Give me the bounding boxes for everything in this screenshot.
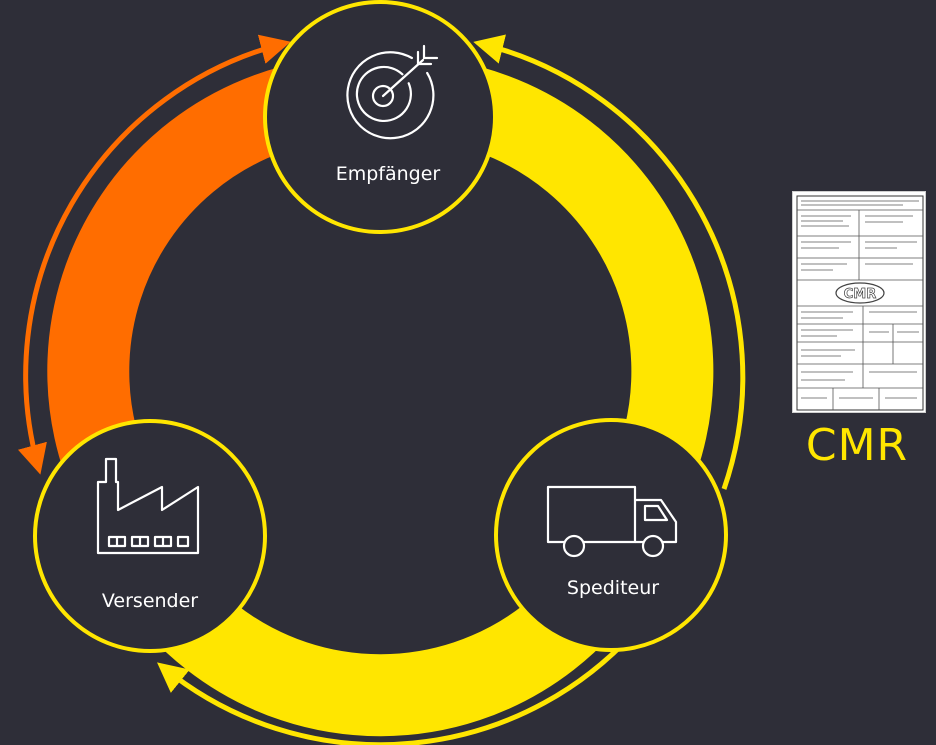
arrow-carrier-shipper [157, 620, 645, 745]
arrow-carrier-recipient [473, 34, 746, 490]
node-label-carrier: Spediteur [567, 577, 659, 599]
cmr-document-image: CMR [792, 191, 926, 413]
cmr-label: CMR [805, 420, 909, 471]
node-recipient: Empfänger [263, 0, 497, 234]
node-label-shipper: Versender [102, 590, 198, 612]
target-icon [346, 44, 439, 140]
cmr-stamp: CMR [835, 282, 885, 304]
node-carrier: Spediteur [494, 418, 728, 652]
svg-text:CMR: CMR [844, 287, 877, 302]
arrow-shipper-recipient [17, 34, 291, 475]
truck-icon [546, 485, 678, 558]
factory-icon [96, 457, 200, 555]
node-label-recipient: Empfänger [336, 163, 441, 185]
cmr-form-drawing: CMR [796, 195, 924, 411]
node-shipper: Versender [33, 419, 267, 653]
